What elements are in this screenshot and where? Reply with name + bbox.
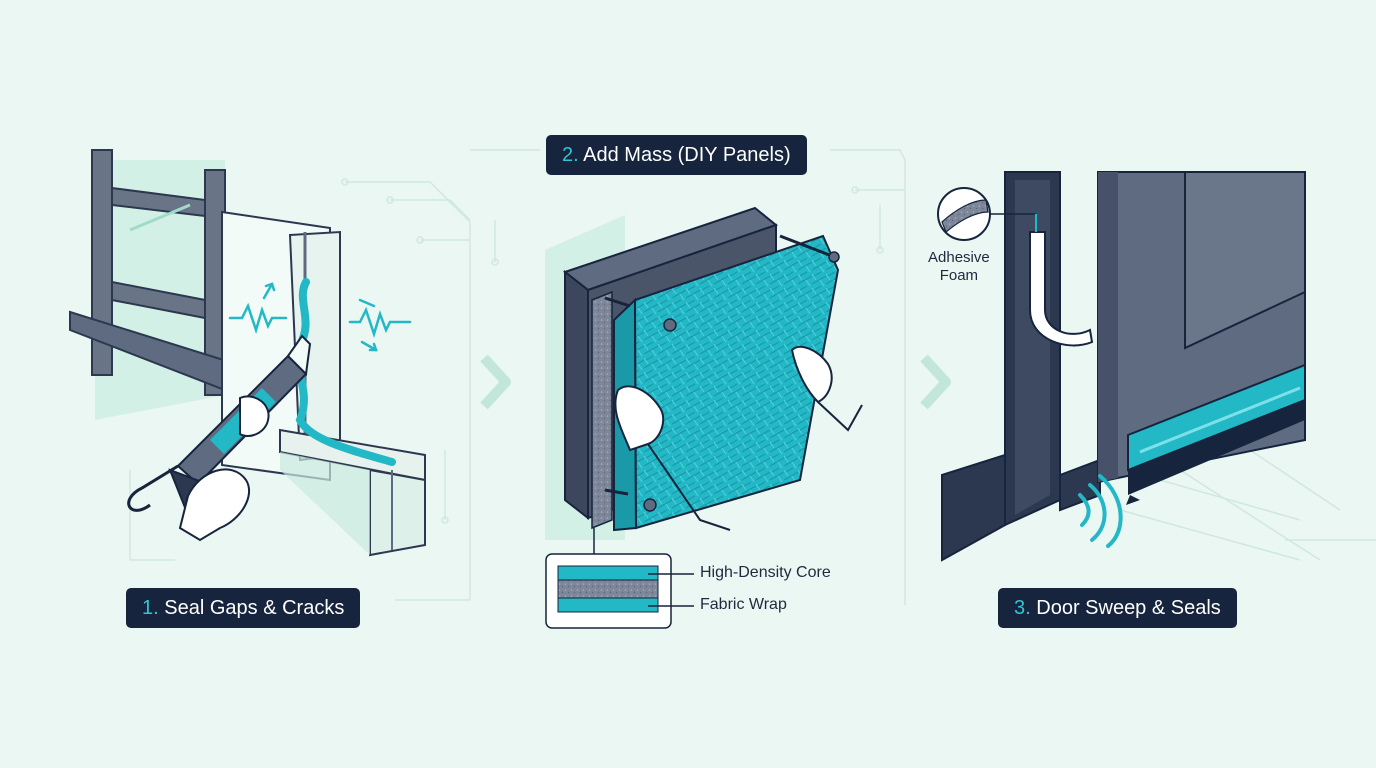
step-3-text: Door Sweep & Seals: [1036, 597, 1221, 619]
hand-icon: [178, 395, 270, 542]
panel-illustration: [545, 206, 840, 540]
door-illustration: [937, 171, 1306, 562]
step-2-label: 2. Add Mass (DIY Panels): [546, 135, 807, 175]
step-3-number: 3.: [1014, 597, 1031, 619]
sound-wave-icon: [228, 282, 412, 352]
legend-core-label: High-Density Core: [700, 564, 831, 581]
hand-icon: [614, 345, 863, 531]
window-illustration: [69, 149, 426, 557]
sound-wave-icon: [1078, 474, 1123, 548]
step-1-label: 1. Seal Gaps & Cracks: [126, 588, 361, 628]
step-1-number: 1.: [142, 597, 159, 619]
step-2-text: Add Mass (DIY Panels): [583, 144, 791, 166]
step-3-label: 3. Door Sweep & Seals: [998, 588, 1237, 628]
legend-fabric-label: Fabric Wrap: [700, 596, 787, 613]
chevron-right-icon: [920, 354, 951, 410]
screw-icon: [604, 234, 840, 512]
adhesive-foam-line1: Adhesive: [928, 249, 990, 266]
adhesive-foam-line2: Foam: [939, 267, 979, 284]
step-1-text: Seal Gaps & Cracks: [164, 597, 345, 619]
chevron-right-icon: [480, 354, 511, 410]
step-2-number: 2.: [562, 144, 579, 166]
panel-layer-legend: [545, 528, 694, 629]
adhesive-foam-callout: Adhesive Foam: [928, 249, 990, 285]
